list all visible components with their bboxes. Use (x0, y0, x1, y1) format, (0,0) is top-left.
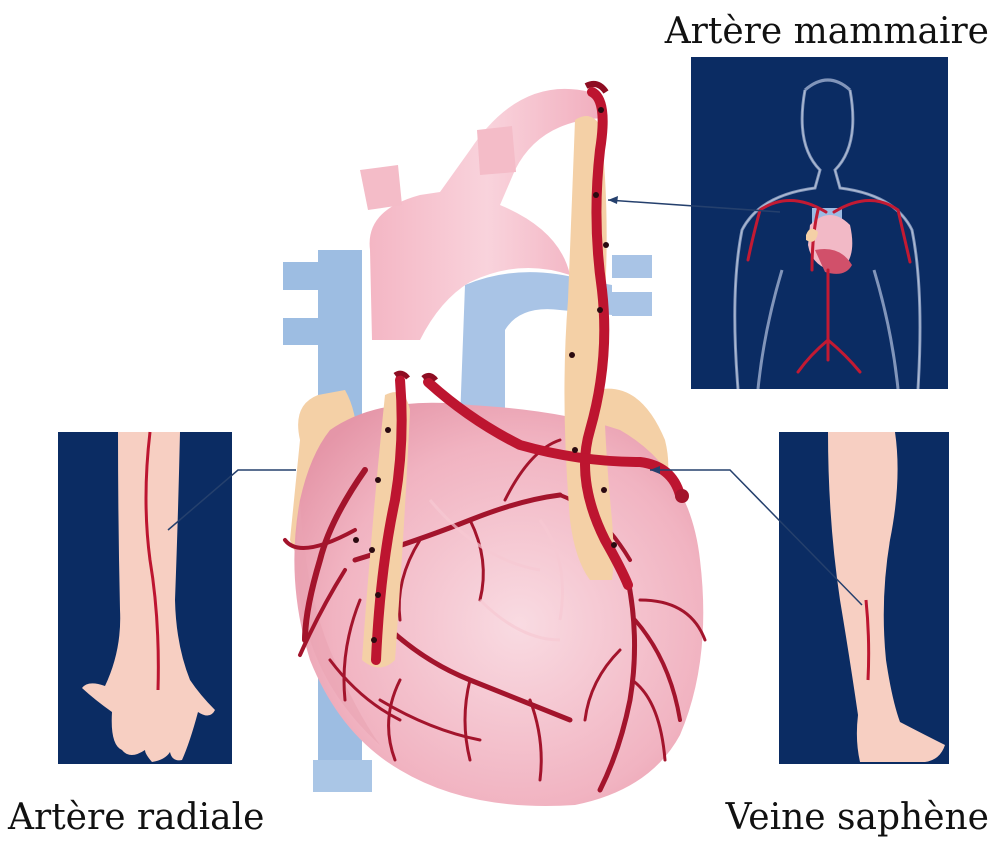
label-mammary-artery: Artère mammaire (665, 14, 989, 50)
leg-saphenous-vein-icon (779, 432, 949, 764)
heart-illustration (283, 89, 705, 806)
label-saphenous-vein: Veine saphène (726, 800, 989, 836)
forearm-radial-artery-icon (58, 432, 232, 764)
label-radial-artery: Artère radiale (8, 800, 264, 836)
chest-arterial-anatomy-icon (691, 57, 948, 389)
